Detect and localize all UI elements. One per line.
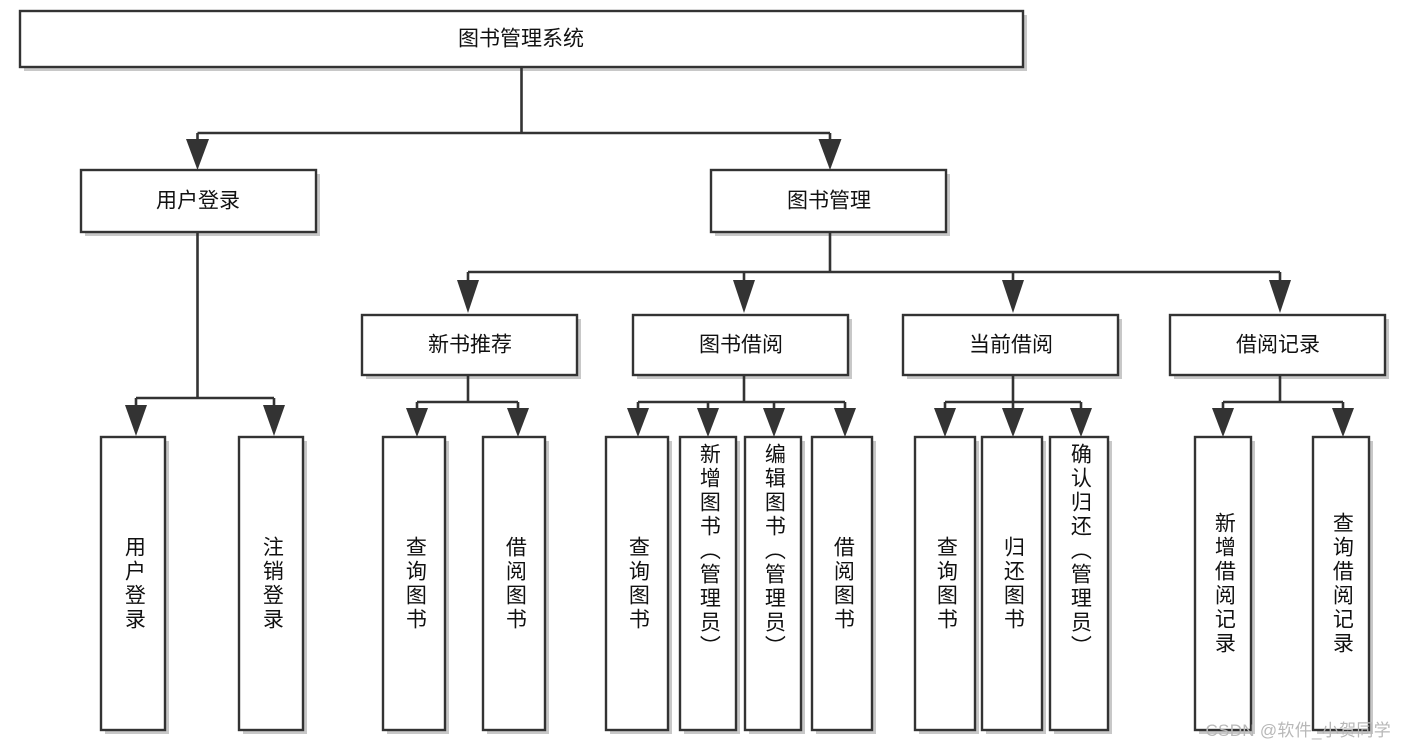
node-new-book-recommend-label: 新书推荐 bbox=[428, 334, 512, 357]
connector-arrowheads bbox=[125, 139, 1354, 437]
leaf-box-logout[interactable] bbox=[237, 435, 305, 732]
leaf-box-add-borrow-record[interactable] bbox=[1193, 435, 1253, 732]
watermark-text: CSDN @软件_小贺同学 bbox=[1205, 721, 1391, 740]
node-borrow-record[interactable]: 借阅记录 bbox=[1168, 313, 1387, 377]
leaf-book-borrow-group bbox=[604, 435, 874, 732]
leaf-box-return-book[interactable] bbox=[980, 435, 1044, 732]
leaf-current-borrow-group bbox=[913, 435, 1110, 732]
node-book-borrow-label: 图书借阅 bbox=[699, 334, 783, 357]
node-book-borrow[interactable]: 图书借阅 bbox=[631, 313, 850, 377]
node-borrow-record-label: 借阅记录 bbox=[1236, 334, 1320, 357]
leaf-box-query-book-2[interactable] bbox=[604, 435, 670, 732]
leaf-box-query-book-3[interactable] bbox=[913, 435, 977, 732]
node-current-borrow-label: 当前借阅 bbox=[969, 334, 1053, 357]
node-book-management[interactable]: 图书管理 bbox=[709, 168, 948, 234]
node-new-book-recommend[interactable]: 新书推荐 bbox=[360, 313, 579, 377]
leaf-box-query-borrow-record[interactable] bbox=[1311, 435, 1371, 732]
node-book-management-label: 图书管理 bbox=[787, 190, 871, 213]
leaf-box-add-book-admin[interactable] bbox=[678, 435, 738, 732]
connector-edges bbox=[134, 67, 1345, 409]
leaf-box-edit-book-admin[interactable] bbox=[743, 435, 803, 732]
leaf-box-borrow-book-1[interactable] bbox=[481, 435, 547, 732]
leaf-box-user-login[interactable] bbox=[99, 435, 167, 732]
node-user-login-label: 用户登录 bbox=[156, 190, 240, 213]
leaf-user-login-group bbox=[99, 435, 305, 732]
leaf-box-query-book-1[interactable] bbox=[381, 435, 447, 732]
leaf-box-confirm-return-admin[interactable] bbox=[1048, 435, 1110, 732]
node-root-system[interactable]: 图书管理系统 bbox=[18, 9, 1025, 69]
node-user-login[interactable]: 用户登录 bbox=[79, 168, 318, 234]
node-root-label: 图书管理系统 bbox=[458, 28, 584, 51]
leaf-borrow-record-group bbox=[1193, 435, 1371, 732]
node-current-borrow[interactable]: 当前借阅 bbox=[901, 313, 1120, 377]
leaf-box-borrow-book-2[interactable] bbox=[810, 435, 874, 732]
leaf-new-book-recommend-group bbox=[381, 435, 547, 732]
